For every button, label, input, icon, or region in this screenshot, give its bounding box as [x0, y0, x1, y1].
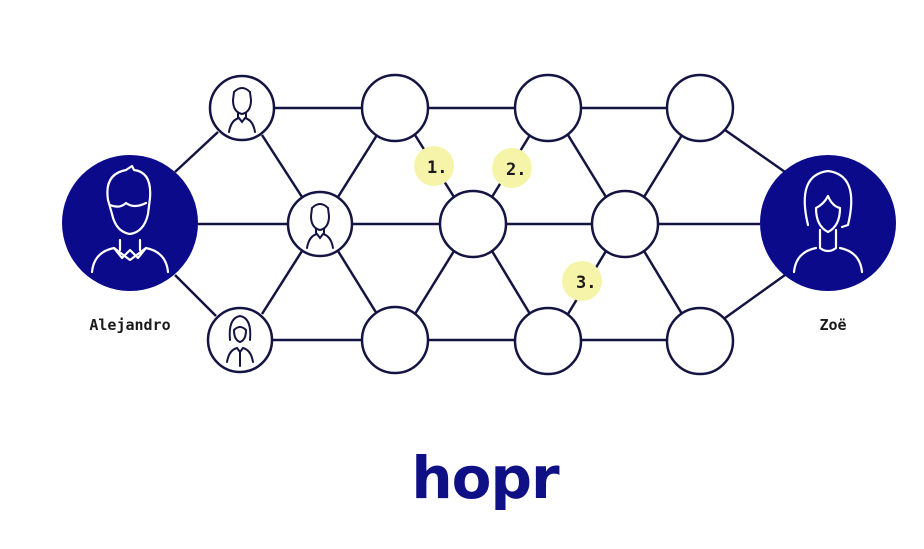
male-person-icon [228, 87, 256, 133]
relay-node-T1 [360, 73, 430, 143]
relay-node-M1 [286, 190, 354, 258]
female-person-icon [226, 314, 254, 367]
step-1-marker: 1. [414, 146, 454, 186]
female-person-icon [792, 169, 864, 274]
relay-node-B3 [513, 306, 583, 376]
svg-text:2.: 2. [506, 160, 526, 180]
step-2-marker: 2. [492, 148, 532, 188]
relay-node-M3 [590, 189, 660, 259]
male-person-icon [90, 164, 170, 274]
svg-text:3.: 3. [576, 273, 596, 293]
relay-node-M2 [438, 189, 508, 259]
relay-nodes [360, 73, 735, 376]
relay-node-A1 [208, 74, 276, 142]
receiver-name: Zoë [819, 316, 846, 334]
step-3-marker: 3. [562, 261, 602, 301]
sender-name: Alejandro [89, 316, 170, 334]
male-person-icon [306, 203, 334, 249]
svg-text:1.: 1. [427, 158, 447, 178]
receiver-node: Zoë [760, 155, 896, 334]
relay-node-B1 [206, 306, 274, 374]
relay-node-T2 [513, 73, 583, 143]
hopr-logo: hopr [411, 444, 560, 512]
relay-node-B2 [360, 305, 430, 375]
relay-node-T3 [665, 73, 735, 143]
relay-node-B4 [665, 306, 735, 376]
sender-node: Alejandro [62, 155, 198, 334]
